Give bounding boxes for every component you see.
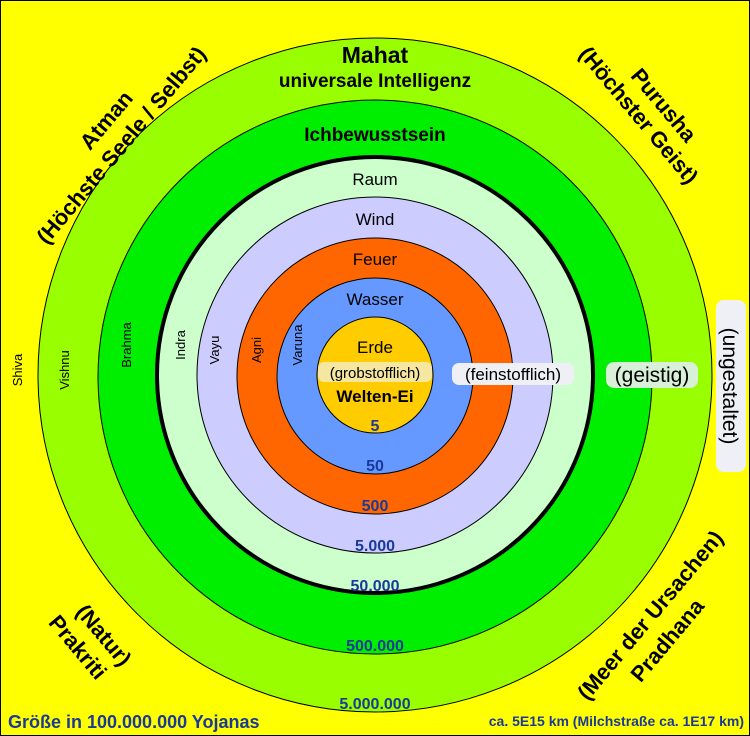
- deity-vayu: Vayu: [207, 336, 222, 365]
- size-feuer: 500: [362, 498, 389, 515]
- mahat-subtitle: universale Intelligenz: [279, 71, 471, 92]
- geistig-label: (geistig): [615, 364, 690, 387]
- footer-size-unit: Größe in 100.000.000 Yojanas: [8, 712, 259, 732]
- size-wind: 5.000: [355, 538, 395, 555]
- welten-ei-label: Welten-Ei: [336, 387, 413, 406]
- ungestaltet-bg: [716, 300, 746, 472]
- size-ichbewusstsein: 500.000: [346, 638, 404, 655]
- grobstofflich-bg: [318, 362, 432, 382]
- feinstofflich-bg: [452, 363, 574, 385]
- size-mahat: 5.000.000: [339, 696, 410, 713]
- deity-agni: Agni: [249, 337, 264, 363]
- feuer-label: Feuer: [353, 250, 398, 269]
- grobstofflich-label: (grobstofflich): [330, 365, 421, 382]
- footer-km-note: ca. 5E15 km (Milchstraße ca. 1E17 km): [489, 713, 744, 729]
- deity-vishnu: Vishnu: [57, 350, 72, 390]
- wasser-label: Wasser: [347, 290, 404, 309]
- erde-label: Erde: [357, 338, 393, 357]
- wind-label: Wind: [356, 210, 395, 229]
- deity-indra: Indra: [173, 329, 188, 359]
- size-raum: 50.000: [351, 578, 400, 595]
- deity-varuna: Varuna: [290, 324, 305, 366]
- feinstofflich-label: (feinstofflich): [465, 365, 561, 384]
- raum-label: Raum: [352, 170, 397, 189]
- size-wasser: 50: [366, 458, 384, 475]
- size-erde: 5: [371, 418, 380, 435]
- deity-brahma: Brahma: [119, 321, 134, 367]
- ungestaltet-label: (ungestaltet): [718, 328, 741, 445]
- geistig-bg: [606, 362, 698, 388]
- mahat-title: Mahat: [342, 42, 409, 68]
- deity-shiva: Shiva: [10, 353, 25, 386]
- ichbewusstsein-label: Ichbewusstsein: [304, 125, 446, 146]
